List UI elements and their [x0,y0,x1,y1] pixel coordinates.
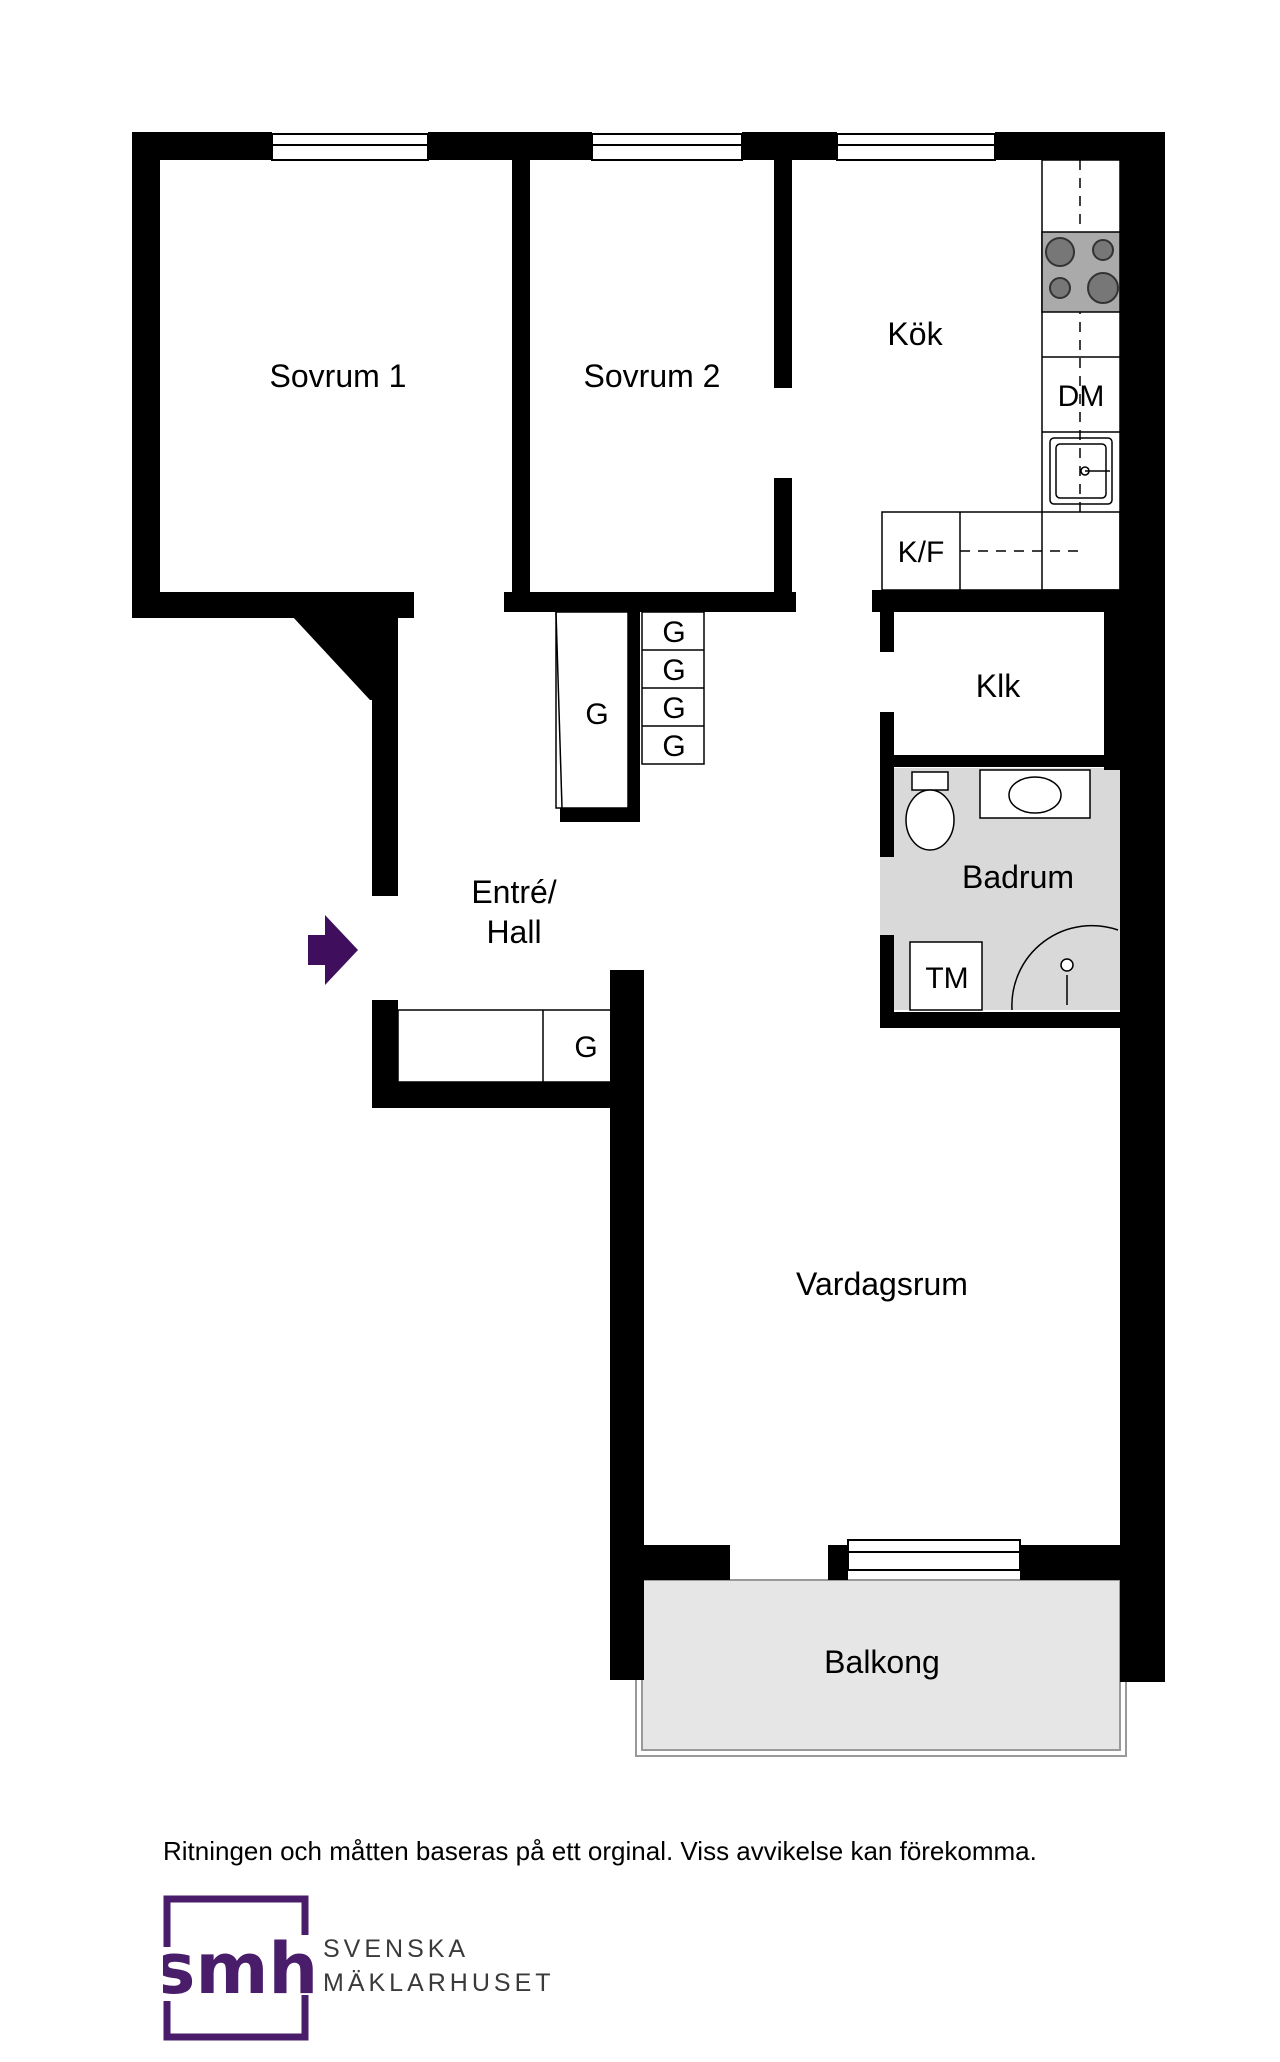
kitchen-counter [881,159,1121,591]
brand-logo: smh SVENSKA MÄKLARHUSET [163,1895,763,2045]
room-label-badrum: Badrum [962,859,1074,895]
walls [132,132,1165,1682]
floor-plan: Sovrum 1 Sovrum 2 Kök DM K/F Klk Badrum … [132,132,1165,1757]
room-label-balkong: Balkong [824,1644,940,1680]
wardrobes [397,611,705,1083]
disclaimer-text: Ritningen och måtten baseras på ett orgi… [163,1836,1037,1866]
entrance-arrow-icon [308,915,358,985]
windows [271,133,1021,1571]
room-label-kok: Kök [887,316,943,352]
room-label-vardagsrum: Vardagsrum [796,1266,968,1302]
wardrobe-label: G [574,1031,597,1064]
logo-text: smh [163,1928,313,2010]
stove-icon [1041,231,1121,313]
wardrobe-label: G [662,730,685,763]
brand-name-line1: SVENSKA [323,1935,470,1963]
room-label-tm: TM [925,962,968,995]
room-label-entre: Entré/ [471,874,556,910]
room-label-sovrum1: Sovrum 1 [270,358,407,394]
room-label-kf: K/F [898,536,945,569]
balcony-floor [641,1579,1121,1751]
smh-logo-icon: smh [163,1895,313,2041]
brand-name-line2: MÄKLARHUSET [323,1969,555,1997]
wardrobe-label: G [662,654,685,687]
room-label-hall: Hall [486,914,541,950]
wardrobe-label: G [662,616,685,649]
room-label-dm: DM [1058,380,1105,413]
wardrobe-label: G [662,692,685,725]
room-label-sovrum2: Sovrum 2 [584,358,721,394]
wardrobe-label: G [585,698,608,731]
kitchen-sink-icon [1049,437,1113,505]
bathroom-fixtures [905,769,1119,1011]
room-label-klk: Klk [976,668,1021,704]
